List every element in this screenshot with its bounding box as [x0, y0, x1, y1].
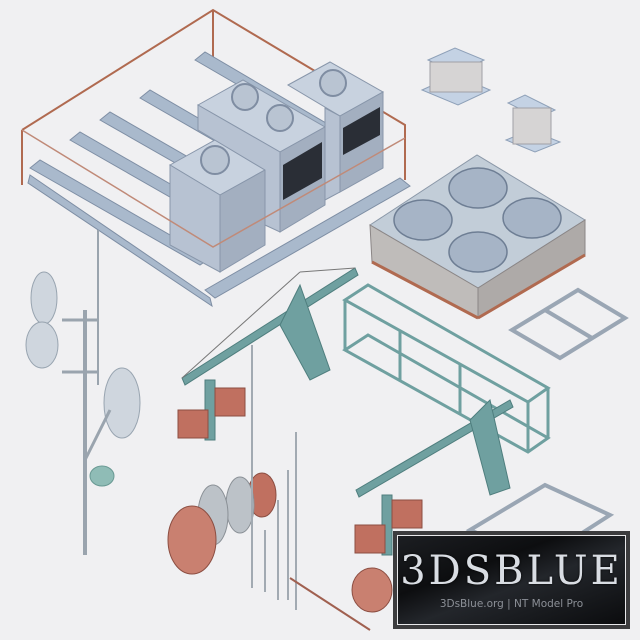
skylight-1 — [508, 287, 629, 361]
roof-vent-small — [504, 94, 562, 153]
watermark-border: 3DSBLUE 3DsBlue.org | NT Model Pro — [397, 535, 626, 625]
watermark-title: 3DSBLUE — [400, 548, 623, 594]
condenser — [369, 154, 586, 320]
suspended-platform — [342, 283, 551, 454]
watermark-subtitle: 3DsBlue.org | NT Model Pro — [439, 598, 584, 610]
hvac-platform — [21, 8, 411, 308]
cable-reels — [167, 472, 393, 613]
rods — [251, 345, 371, 631]
watermark-badge: 3DSBLUE 3DsBlue.org | NT Model Pro — [393, 531, 630, 629]
roof-vent-large — [420, 47, 492, 106]
outrigger-2 — [354, 399, 514, 556]
antenna-mast — [25, 230, 141, 555]
watermark-panel: 3DSBLUE 3DsBlue.org | NT Model Pro — [398, 536, 625, 624]
outrigger-1 — [177, 267, 359, 441]
